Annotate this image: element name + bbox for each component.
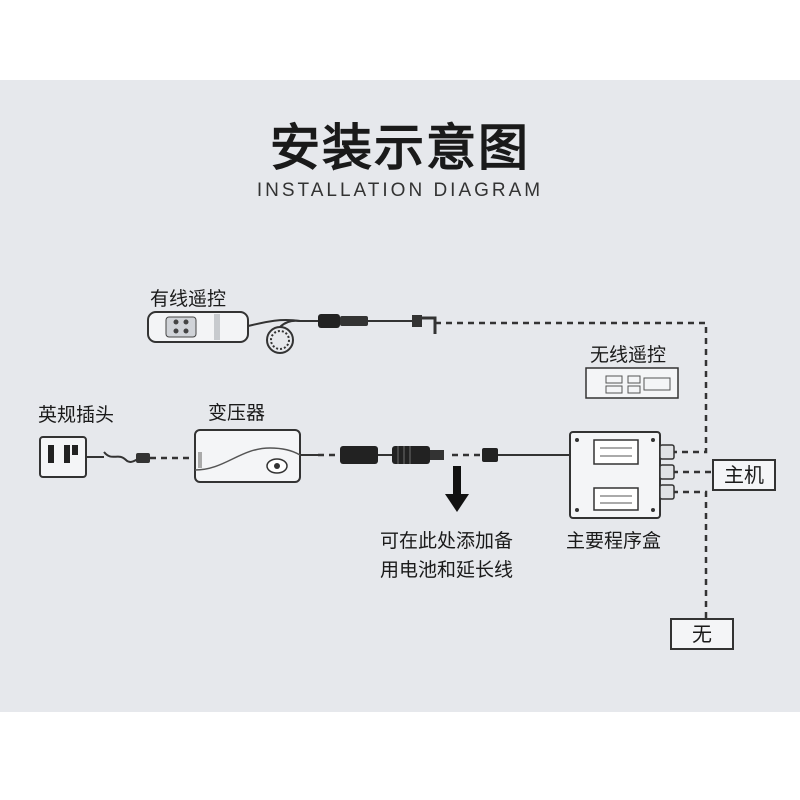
wired-remote-label: 有线遥控	[150, 288, 227, 310]
down-arrow-icon	[445, 466, 469, 512]
note-line-2: 用电池和延长线	[380, 559, 514, 581]
page-title: 安装示意图	[270, 119, 530, 177]
transformer-label: 变压器	[208, 402, 266, 424]
wired-remote-cable	[435, 321, 708, 454]
uk-plug-icon	[39, 436, 150, 478]
wireless-remote-label: 无线遥控	[590, 344, 667, 366]
main-control-box-icon	[569, 431, 675, 519]
none-box: 无	[670, 618, 734, 650]
page-subtitle: INSTALLATION DIAGRAM	[256, 180, 544, 201]
note-line-1: 可在此处添加备	[380, 530, 514, 552]
uk-plug-label: 英规插头	[38, 404, 115, 426]
main-unit-box: 主机	[712, 459, 776, 491]
coiled-cord-icon	[266, 319, 301, 354]
wired-remote-icon	[147, 311, 249, 343]
none-cable	[672, 490, 708, 618]
transformer-icon	[194, 429, 301, 483]
wireless-remote-icon	[585, 367, 679, 399]
main-control-box-label: 主要程序盒	[566, 530, 662, 552]
power-connector-icon	[340, 446, 498, 464]
wired-remote-connector-icon	[318, 314, 437, 334]
